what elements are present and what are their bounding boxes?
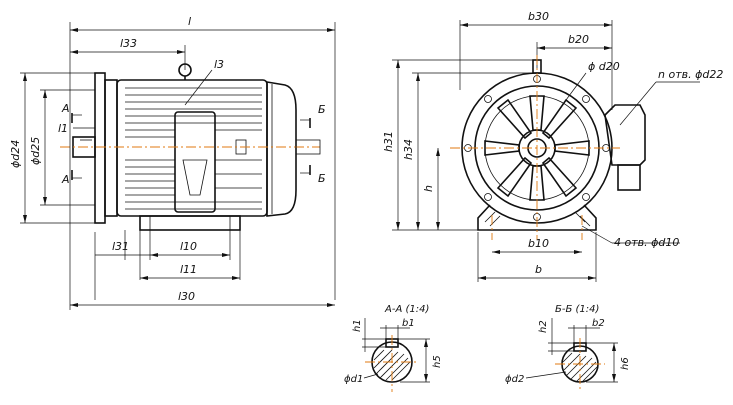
section-bb-title: Б-Б (1:4) [555,304,599,315]
dim-l10: l10 [180,240,197,253]
section-b-b: Б-Б (1:4) b2 h2 h6 ϕd2 [505,304,631,392]
dim-b10: b10 [528,237,549,250]
dim-b1: b1 [402,318,415,329]
dim-d25: ϕd25 [29,137,42,165]
dim-l33: l33 [120,37,137,50]
section-mark-a-bottom: A [61,173,70,186]
dim-l30: l30 [178,290,195,303]
dim-d2: ϕd2 [505,374,524,385]
dim-h31: h31 [382,131,395,152]
cooling-fins [125,87,262,210]
dim-h6: h6 [620,357,631,370]
section-mark-a-top: A [61,102,70,115]
section-mark-b-top: Б [318,103,326,116]
dim-h1: h1 [352,319,363,332]
dim-b30: b30 [528,10,549,23]
dim-d20: ϕ d20 [588,60,620,73]
dim-b20: b20 [568,33,589,46]
dim-l31: l31 [112,240,129,253]
dim-b: b [535,263,542,276]
dim-d24: ϕd24 [9,140,22,168]
dim-h5: h5 [432,355,443,368]
spokes [484,95,590,201]
dim-d1: ϕd1 [344,374,363,385]
dim-l: l [188,15,191,28]
dim-h: h [422,185,435,192]
dim-l1: l1 [58,122,68,135]
dim-h34: h34 [402,139,415,160]
dim-b2: b2 [592,318,605,329]
section-mark-b-bottom: Б [318,172,326,185]
front-view: b30 b20 [382,10,723,282]
section-a-a: А-А (1:4) b1 h1 h5 ϕd1 [344,304,443,392]
dim-n-holes-d22: n отв. ϕd22 [658,68,723,81]
dim-l11: l11 [180,263,197,276]
dim-h2: h2 [538,320,549,333]
section-aa-title: А-А (1:4) [384,304,429,315]
side-view: l l33 l3 [9,15,336,310]
dim-l3: l3 [214,58,224,71]
dim-holes-d10: 4 отв. ϕd10 [614,236,679,249]
